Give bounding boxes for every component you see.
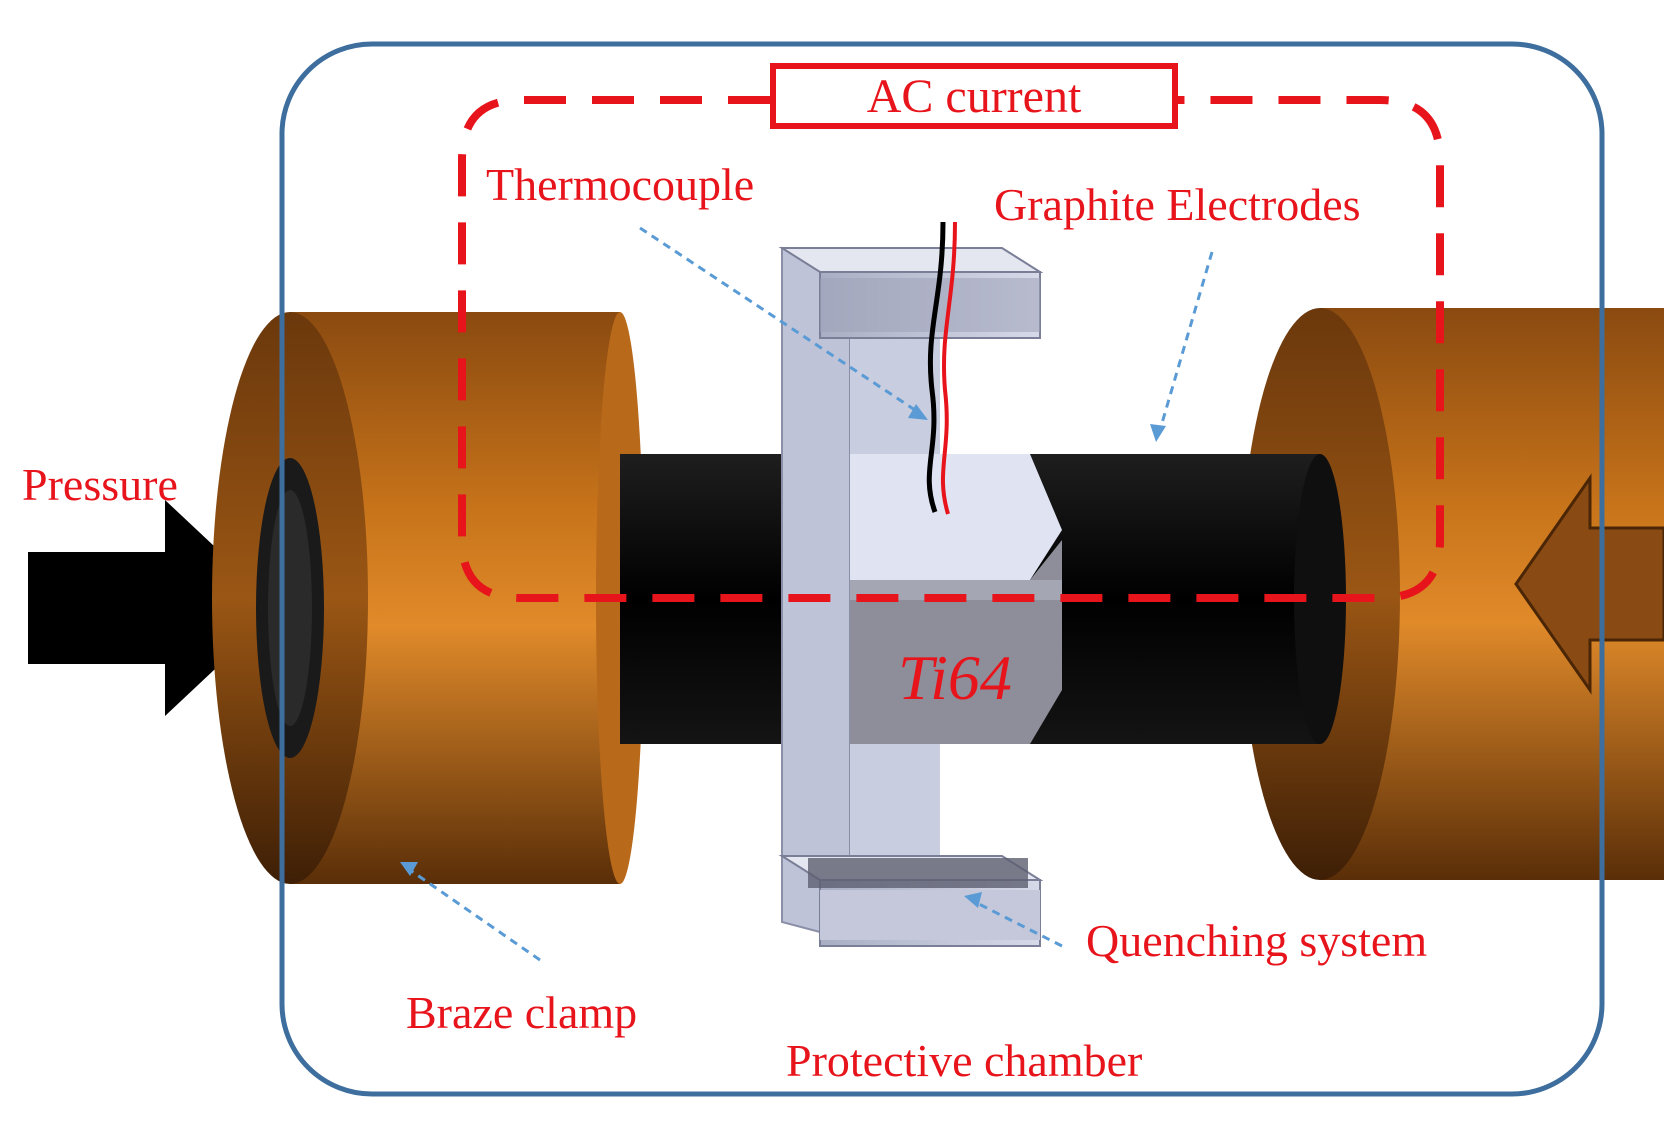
protective-chamber [279,41,1605,1097]
quenching-frame [778,246,1044,947]
ti64-label: Ti64 [898,642,1012,713]
braze-clamp-label: Braze clamp [406,987,638,1038]
leader-quench [974,900,1063,948]
arrowhead-graphite [1150,424,1166,442]
braze-clamp-left [212,312,644,884]
ac-current-loop [458,96,1444,602]
quenching-system-label: Quenching system [1086,915,1428,966]
pressure-label: Pressure [22,459,178,510]
ti64-band [850,454,1062,744]
thermocouple-label: Thermocouple [486,159,755,210]
arrowhead-quench [964,892,982,908]
protective-chamber-label: Protective chamber [786,1035,1143,1086]
leader-braze [409,868,541,962]
graphite-electrodes-label: Graphite Electrodes [994,179,1361,230]
arrowhead-thermocouple [908,404,928,420]
leader-graphite [1158,251,1214,431]
ac-current-box: AC current [770,63,1178,129]
arrowhead-braze [400,862,418,876]
thermocouple-wires [926,221,957,515]
ac-current-label: AC current [866,69,1082,123]
pressure-arrow-right [1514,473,1664,695]
